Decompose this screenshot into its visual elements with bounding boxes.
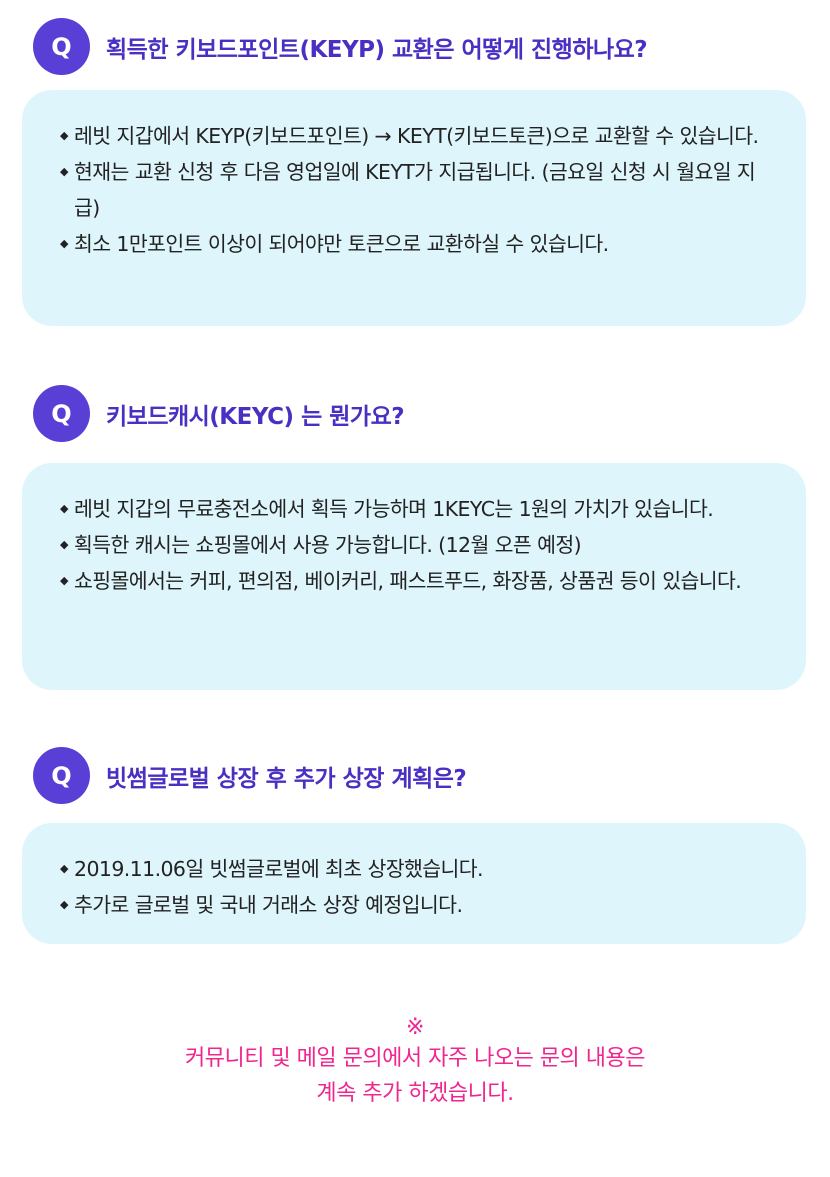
q-badge-icon: Q bbox=[33, 18, 90, 75]
answer-item: ◆추가로 글로벌 및 국내 거래소 상장 예정입니다. bbox=[60, 887, 776, 923]
answer-item: ◆획득한 캐시는 쇼핑몰에서 사용 가능합니다. (12월 오픈 예정) bbox=[60, 527, 776, 563]
answer-item: ◆레빗 지갑에서 KEYP(키보드포인트) → KEYT(키보드토큰)으로 교환… bbox=[60, 118, 776, 154]
bullet-icon: ◆ bbox=[60, 538, 68, 551]
answer-item: ◆쇼핑몰에서는 커피, 편의점, 베이커리, 패스트푸드, 화장품, 상품권 등… bbox=[60, 563, 776, 599]
q-badge-icon: Q bbox=[33, 385, 90, 442]
bullet-icon: ◆ bbox=[60, 129, 68, 142]
note-symbol: ※ bbox=[406, 1015, 424, 1040]
bullet-icon: ◆ bbox=[60, 862, 68, 875]
bullet-icon: ◆ bbox=[60, 502, 68, 515]
question-title: 획득한 키보드포인트(KEYP) 교환은 어떻게 진행하나요? bbox=[106, 36, 648, 63]
bullet-icon: ◆ bbox=[60, 165, 68, 178]
note-line-2: 계속 추가 하겠습니다. bbox=[316, 1081, 514, 1106]
bullet-icon: ◆ bbox=[60, 898, 68, 911]
answer-item: ◆레빗 지갑의 무료충전소에서 획득 가능하며 1KEYC는 1원의 가치가 있… bbox=[60, 491, 776, 527]
q-badge-icon: Q bbox=[33, 747, 90, 804]
question-header: Q 획득한 키보드포인트(KEYP) 교환은 어떻게 진행하나요? bbox=[33, 18, 648, 75]
bullet-icon: ◆ bbox=[60, 574, 68, 587]
question-title: 빗썸글로벌 상장 후 추가 상장 계획은? bbox=[106, 765, 467, 792]
answer-box: ◆레빗 지갑에서 KEYP(키보드포인트) → KEYT(키보드토큰)으로 교환… bbox=[22, 90, 806, 326]
question-title: 키보드캐시(KEYC) 는 뭔가요? bbox=[106, 403, 405, 430]
answer-box: ◆레빗 지갑의 무료충전소에서 획득 가능하며 1KEYC는 1원의 가치가 있… bbox=[22, 463, 806, 690]
answer-box: ◆2019.11.06일 빗썸글로벌에 최초 상장했습니다. ◆추가로 글로벌 … bbox=[22, 823, 806, 944]
answer-item: ◆최소 1만포인트 이상이 되어야만 토큰으로 교환하실 수 있습니다. bbox=[60, 226, 776, 262]
answer-item: ◆현재는 교환 신청 후 다음 영업일에 KEYT가 지급됩니다. (금요일 신… bbox=[60, 154, 776, 226]
bullet-icon: ◆ bbox=[60, 237, 68, 250]
question-header: Q 키보드캐시(KEYC) 는 뭔가요? bbox=[33, 385, 405, 442]
answer-item: ◆2019.11.06일 빗썸글로벌에 최초 상장했습니다. bbox=[60, 851, 776, 887]
note-line-1: 커뮤니티 및 메일 문의에서 자주 나오는 문의 내용은 bbox=[185, 1046, 646, 1071]
question-header: Q 빗썸글로벌 상장 후 추가 상장 계획은? bbox=[33, 747, 467, 804]
